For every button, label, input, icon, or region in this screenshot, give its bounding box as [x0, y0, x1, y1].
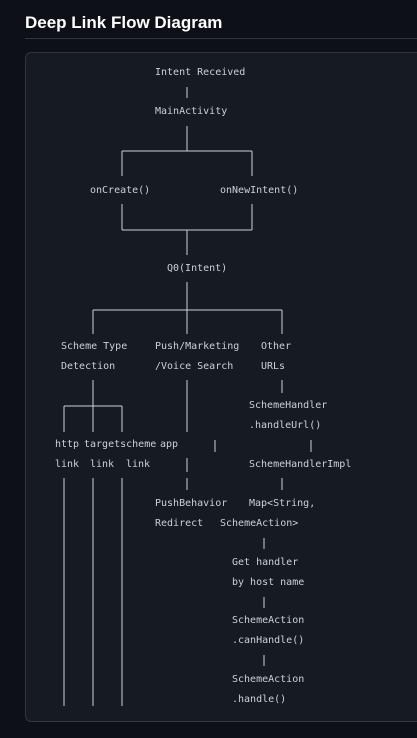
http-link-line-2: link	[55, 458, 80, 470]
map-line-1: Map<String,	[249, 498, 316, 509]
page-title: Deep Link Flow Diagram	[25, 13, 223, 32]
get-handler-line-1: Get handler	[232, 557, 299, 568]
main-activity-node: MainActivity	[155, 106, 228, 117]
push-behavior-redirect-node: PushBehavior Redirect	[155, 494, 227, 533]
scheme-handler-impl-node: SchemeHandlerImpl	[249, 459, 352, 470]
push-marketing-line-2: /Voice Search	[155, 360, 234, 372]
scheme-type-line-1: Scheme Type	[61, 341, 128, 352]
intent-received-node: Intent Received	[155, 67, 246, 78]
scheme-action-handle-node: SchemeAction .handle()	[232, 670, 304, 709]
get-handler-line-2: by host name	[232, 576, 305, 588]
q0-intent-node: Q0(Intent)	[167, 263, 228, 274]
handle-line-2: .handle()	[232, 693, 287, 705]
target-scheme-line-2: link	[90, 458, 115, 470]
scheme-action-can-handle-node: SchemeAction .canHandle()	[232, 611, 304, 650]
get-handler-node: Get handler by host name	[232, 553, 304, 592]
map-line-2: SchemeAction>	[220, 517, 299, 529]
app-link-line-2: link	[126, 458, 151, 470]
push-marketing-voice-node: Push/Marketing /Voice Search	[155, 337, 239, 376]
scheme-handler-line-1: SchemeHandler	[249, 400, 328, 411]
can-handle-line-2: .canHandle()	[232, 634, 305, 646]
push-behavior-line-2: Redirect	[155, 517, 204, 529]
app-link-node: app link	[126, 435, 179, 474]
http-link-line-1: http	[55, 439, 80, 450]
scheme-type-line-2: Detection	[61, 360, 116, 372]
title-divider	[25, 38, 417, 39]
can-handle-line-1: SchemeAction	[232, 615, 305, 626]
push-marketing-line-1: Push/Marketing	[155, 341, 240, 352]
scheme-type-detection-node: Scheme Type Detection	[61, 337, 127, 376]
other-urls-line-1: Other	[261, 341, 292, 352]
scheme-handler-line-2: .handleUrl()	[249, 419, 322, 431]
http-link-node: http link	[55, 435, 79, 474]
map-string-scheme-action-node: Map<String, SchemeAction>	[220, 494, 315, 533]
target-scheme-link-node: targetscheme link	[84, 435, 156, 474]
other-urls-line-2: URLs	[261, 360, 286, 372]
diagram-panel	[25, 52, 417, 722]
scheme-handler-handle-url-node: SchemeHandler .handleUrl()	[249, 396, 327, 435]
app-link-line-1: app	[160, 439, 179, 450]
handle-line-1: SchemeAction	[232, 674, 305, 685]
target-scheme-line-1: targetscheme	[84, 435, 156, 455]
on-create-node: onCreate()	[90, 185, 151, 196]
on-new-intent-node: onNewIntent()	[220, 185, 299, 196]
push-behavior-line-1: PushBehavior	[155, 498, 228, 509]
other-urls-node: Other URLs	[261, 337, 291, 376]
